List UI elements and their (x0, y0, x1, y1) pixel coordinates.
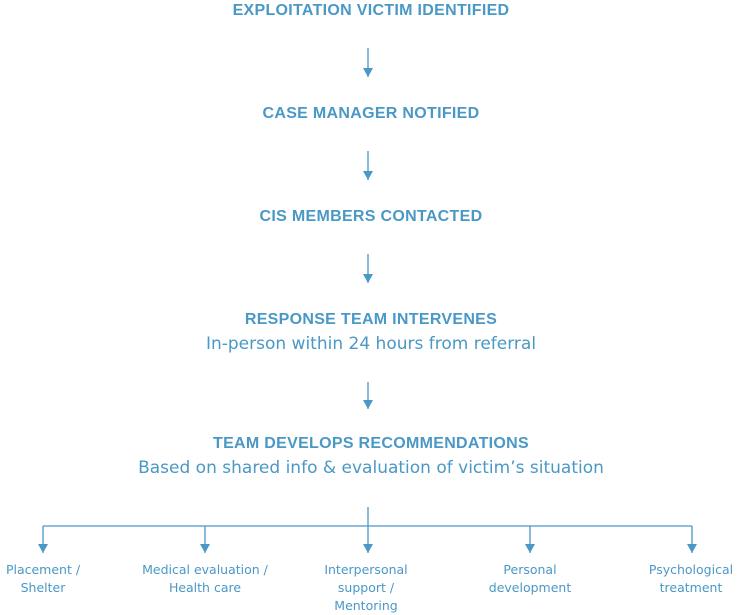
outcome-line: Personal (503, 562, 557, 577)
outcome-line: Shelter (20, 580, 66, 595)
outcome-line: Health care (168, 580, 242, 595)
outcome-line: support / (337, 580, 395, 595)
outcome-interpersonal-support: Interpersonal support / Mentoring (291, 561, 441, 615)
step-response-team-subtitle: In-person within 24 hours from referral (205, 334, 537, 354)
step-recommendations-subtitle: Based on shared info & evaluation of vic… (138, 458, 604, 478)
outcome-line: development (488, 580, 572, 595)
step-case-manager-notified: CASE MANAGER NOTIFIED (262, 105, 480, 122)
step-team-develops-recommendations: TEAM DEVELOPS RECOMMENDATIONS (213, 435, 529, 452)
step-cis-members-contacted: CIS MEMBERS CONTACTED (259, 208, 483, 225)
outcome-line: Psychological (648, 562, 734, 577)
outcome-line: treatment (659, 580, 723, 595)
outcome-psychological-treatment: Psychological treatment (616, 561, 742, 597)
step-victim-identified: EXPLOITATION VICTIM IDENTIFIED (232, 2, 510, 19)
outcome-line: Mentoring (334, 598, 398, 613)
outcome-medical-evaluation: Medical evaluation / Health care (130, 561, 280, 597)
step-response-team-intervenes: RESPONSE TEAM INTERVENES (244, 311, 498, 328)
outcome-line: Placement / (5, 562, 81, 577)
outcome-line: Medical evaluation / (142, 562, 268, 577)
outcome-placement-shelter: Placement / Shelter (0, 561, 118, 597)
outcome-line: Interpersonal (324, 562, 408, 577)
outcome-personal-development: Personal development (455, 561, 605, 597)
